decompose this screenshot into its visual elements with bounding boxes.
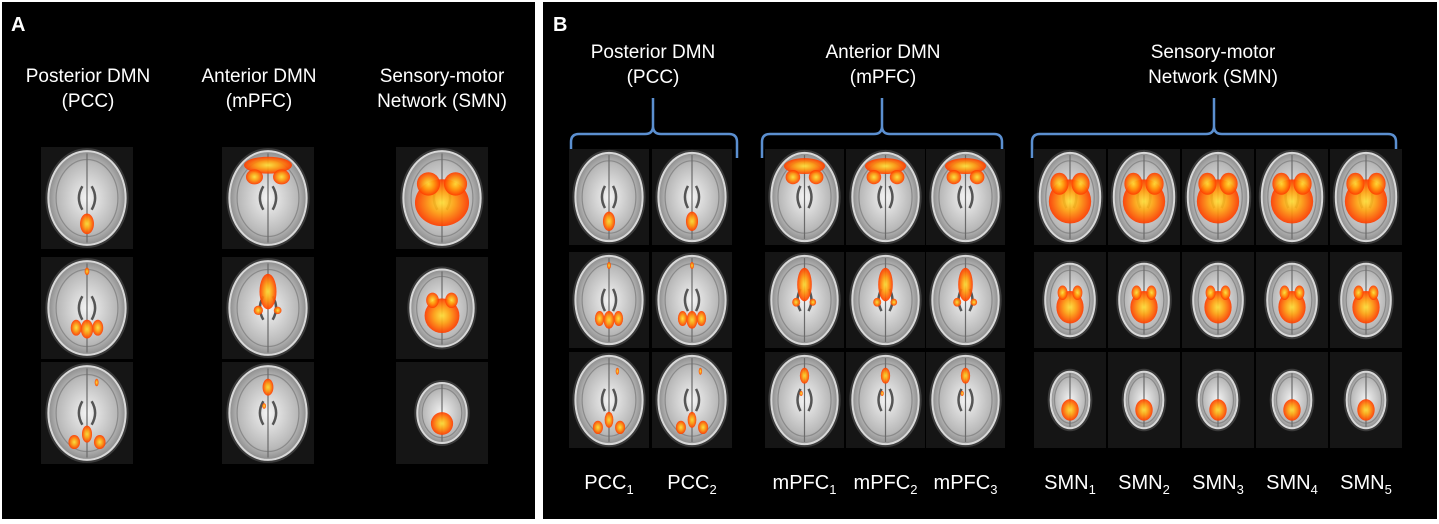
column-caption: SMN5 [1320,472,1412,497]
brain-slice-a-2-3 [222,362,314,464]
brain-slice-b-1-1 [569,149,649,245]
column-caption: PCC1 [559,472,659,497]
column-caption: SMN2 [1098,472,1190,497]
brain-slice-a-1-1 [41,147,133,249]
brain-slice-b-3-3 [765,352,844,448]
panel-b: B Posterior DMN (PCC) Anterior DMN (mPFC… [543,2,1437,519]
brain-slice-b-10-2 [1330,252,1402,348]
caption-base: SMN [1192,472,1237,494]
brain-slice-b-7-1 [1108,149,1180,245]
panel-a-title-pcc: Posterior DMN (PCC) [25,66,151,112]
brain-slice-b-4-1 [846,149,925,245]
brain-slice-b-3-2 [765,252,844,348]
column-caption: PCC2 [642,472,742,497]
brain-slice-b-5-2 [926,252,1005,348]
brain-slice-b-8-1 [1182,149,1254,245]
brain-slice-a-1-3 [41,362,133,464]
brain-slice-b-4-2 [846,252,925,348]
brain-slice-b-8-3 [1182,352,1254,448]
caption-subscript: 2 [1162,482,1170,497]
column-caption: mPFC2 [836,472,935,497]
caption-base: mPFC [772,472,830,494]
caption-subscript: 1 [626,482,634,497]
brain-slice-b-7-2 [1108,252,1180,348]
column-caption: mPFC1 [755,472,854,497]
caption-subscript: 1 [829,482,837,497]
caption-subscript: 2 [709,482,717,497]
panel-b-title-smn: Sensory-motor Network (SMN) [1148,42,1278,88]
brain-slice-b-2-1 [652,149,732,245]
caption-subscript: 1 [1088,482,1096,497]
panel-b-label: B [553,14,568,36]
caption-base: SMN [1118,472,1163,494]
brain-slice-b-10-3 [1330,352,1402,448]
brain-slice-a-1-2 [41,257,133,359]
brain-slice-b-5-3 [926,352,1005,448]
caption-base: PCC [584,472,627,494]
brain-slice-b-1-2 [569,252,649,348]
caption-base: mPFC [933,472,991,494]
brain-slice-b-3-1 [765,149,844,245]
brain-slice-a-2-2 [222,257,314,359]
brain-slice-b-7-3 [1108,352,1180,448]
panel-a: A Posterior DMN (PCC) Anterior DMN (mPFC… [2,2,535,519]
brain-slice-b-4-3 [846,352,925,448]
caption-subscript: 5 [1384,482,1392,497]
caption-base: mPFC [853,472,911,494]
brain-slice-b-8-2 [1182,252,1254,348]
column-caption: SMN3 [1172,472,1264,497]
brace-pcc [569,98,739,158]
brain-slice-b-6-1 [1034,149,1106,245]
brain-slice-a-2-1 [222,147,314,249]
brain-slice-b-1-3 [569,352,649,448]
panel-a-title-mpfc: Anterior DMN (mPFC) [201,66,317,112]
panel-a-label: A [11,14,26,36]
caption-subscript: 4 [1310,482,1318,497]
brace-smn [1030,98,1398,158]
panel-b-title-pcc: Posterior DMN (PCC) [590,42,716,88]
panel-a-title-smn: Sensory-motor Network (SMN) [377,66,507,112]
brain-slice-b-2-2 [652,252,732,348]
caption-subscript: 3 [1236,482,1244,497]
panel-b-braces [569,98,1398,158]
panel-b-title-mpfc: Anterior DMN (mPFC) [825,42,941,88]
brace-mpfc [760,98,1004,158]
brain-slice-b-9-1 [1256,149,1328,245]
caption-subscript: 2 [910,482,918,497]
caption-base: SMN [1340,472,1385,494]
brain-slice-b-5-1 [926,149,1005,245]
brain-slice-b-6-2 [1034,252,1106,348]
brain-slice-b-6-3 [1034,352,1106,448]
brain-slice-b-2-3 [652,352,732,448]
column-caption: SMN1 [1024,472,1116,497]
brain-slice-a-3-3 [396,362,488,464]
brain-slice-b-9-2 [1256,252,1328,348]
brain-slice-a-3-1 [396,147,488,249]
caption-base: SMN [1044,472,1089,494]
column-caption: mPFC3 [916,472,1015,497]
column-caption: SMN4 [1246,472,1338,497]
brain-slice-a-3-2 [396,257,488,359]
caption-base: PCC [667,472,710,494]
brain-slice-b-9-3 [1256,352,1328,448]
caption-subscript: 3 [990,482,998,497]
caption-base: SMN [1266,472,1311,494]
brain-slice-b-10-1 [1330,149,1402,245]
